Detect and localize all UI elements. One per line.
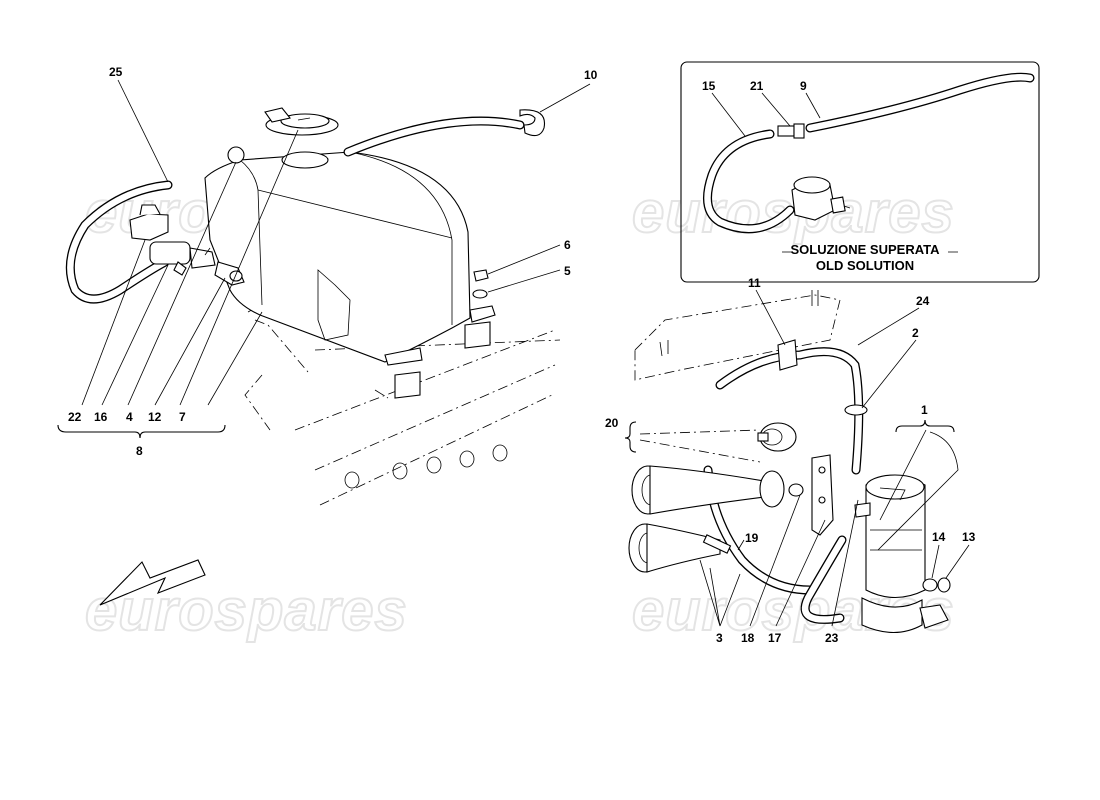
- grommet-4: [227, 146, 245, 164]
- horn-compressor-assembly: [624, 289, 970, 633]
- horn-upper: [631, 465, 785, 515]
- inset-caption-italian: SOLUZIONE SUPERATA: [790, 242, 940, 257]
- callout-22: 22: [68, 410, 82, 424]
- callout-8: 8: [136, 444, 143, 458]
- callout-labels: 25 10 6 5 22 16 4 12 7 8 15 21 9 11 24 2…: [68, 65, 976, 645]
- washer-pump: [129, 204, 245, 286]
- callout-19: 19: [745, 531, 759, 545]
- callout-5: 5: [564, 264, 571, 278]
- callout-1: 1: [921, 403, 928, 417]
- callout-20: 20: [605, 416, 619, 430]
- direction-arrow: [99, 559, 206, 606]
- callout-25: 25: [109, 65, 123, 79]
- inset-caption-english: OLD SOLUTION: [816, 258, 914, 273]
- horn-lower: [628, 523, 721, 573]
- callout-15: 15: [702, 79, 716, 93]
- old-solution-inset: SOLUZIONE SUPERATA OLD SOLUTION: [680, 61, 1040, 283]
- callout-24: 24: [916, 294, 930, 308]
- callout-13: 13: [962, 530, 976, 544]
- callout-18: 18: [741, 631, 755, 645]
- callout-23: 23: [825, 631, 839, 645]
- callout-12: 12: [148, 410, 162, 424]
- callout-7: 7: [179, 410, 186, 424]
- callout-3: 3: [716, 631, 723, 645]
- old-pump: [791, 176, 851, 221]
- washer-reservoir-assembly: [57, 79, 591, 506]
- callout-9: 9: [800, 79, 807, 93]
- callout-4: 4: [126, 410, 133, 424]
- filler-cap: [264, 107, 339, 136]
- callout-11: 11: [748, 276, 761, 290]
- horn-valve: [757, 422, 797, 452]
- chassis-holes: [344, 444, 508, 489]
- callout-16: 16: [94, 410, 108, 424]
- callout-21: 21: [750, 79, 764, 93]
- callout-6: 6: [564, 238, 571, 252]
- callout-17: 17: [768, 631, 782, 645]
- callout-10: 10: [584, 68, 598, 82]
- horn-compressor: [854, 474, 951, 633]
- reservoir-tank: [204, 151, 471, 363]
- callout-2: 2: [912, 326, 919, 340]
- callout-14: 14: [932, 530, 946, 544]
